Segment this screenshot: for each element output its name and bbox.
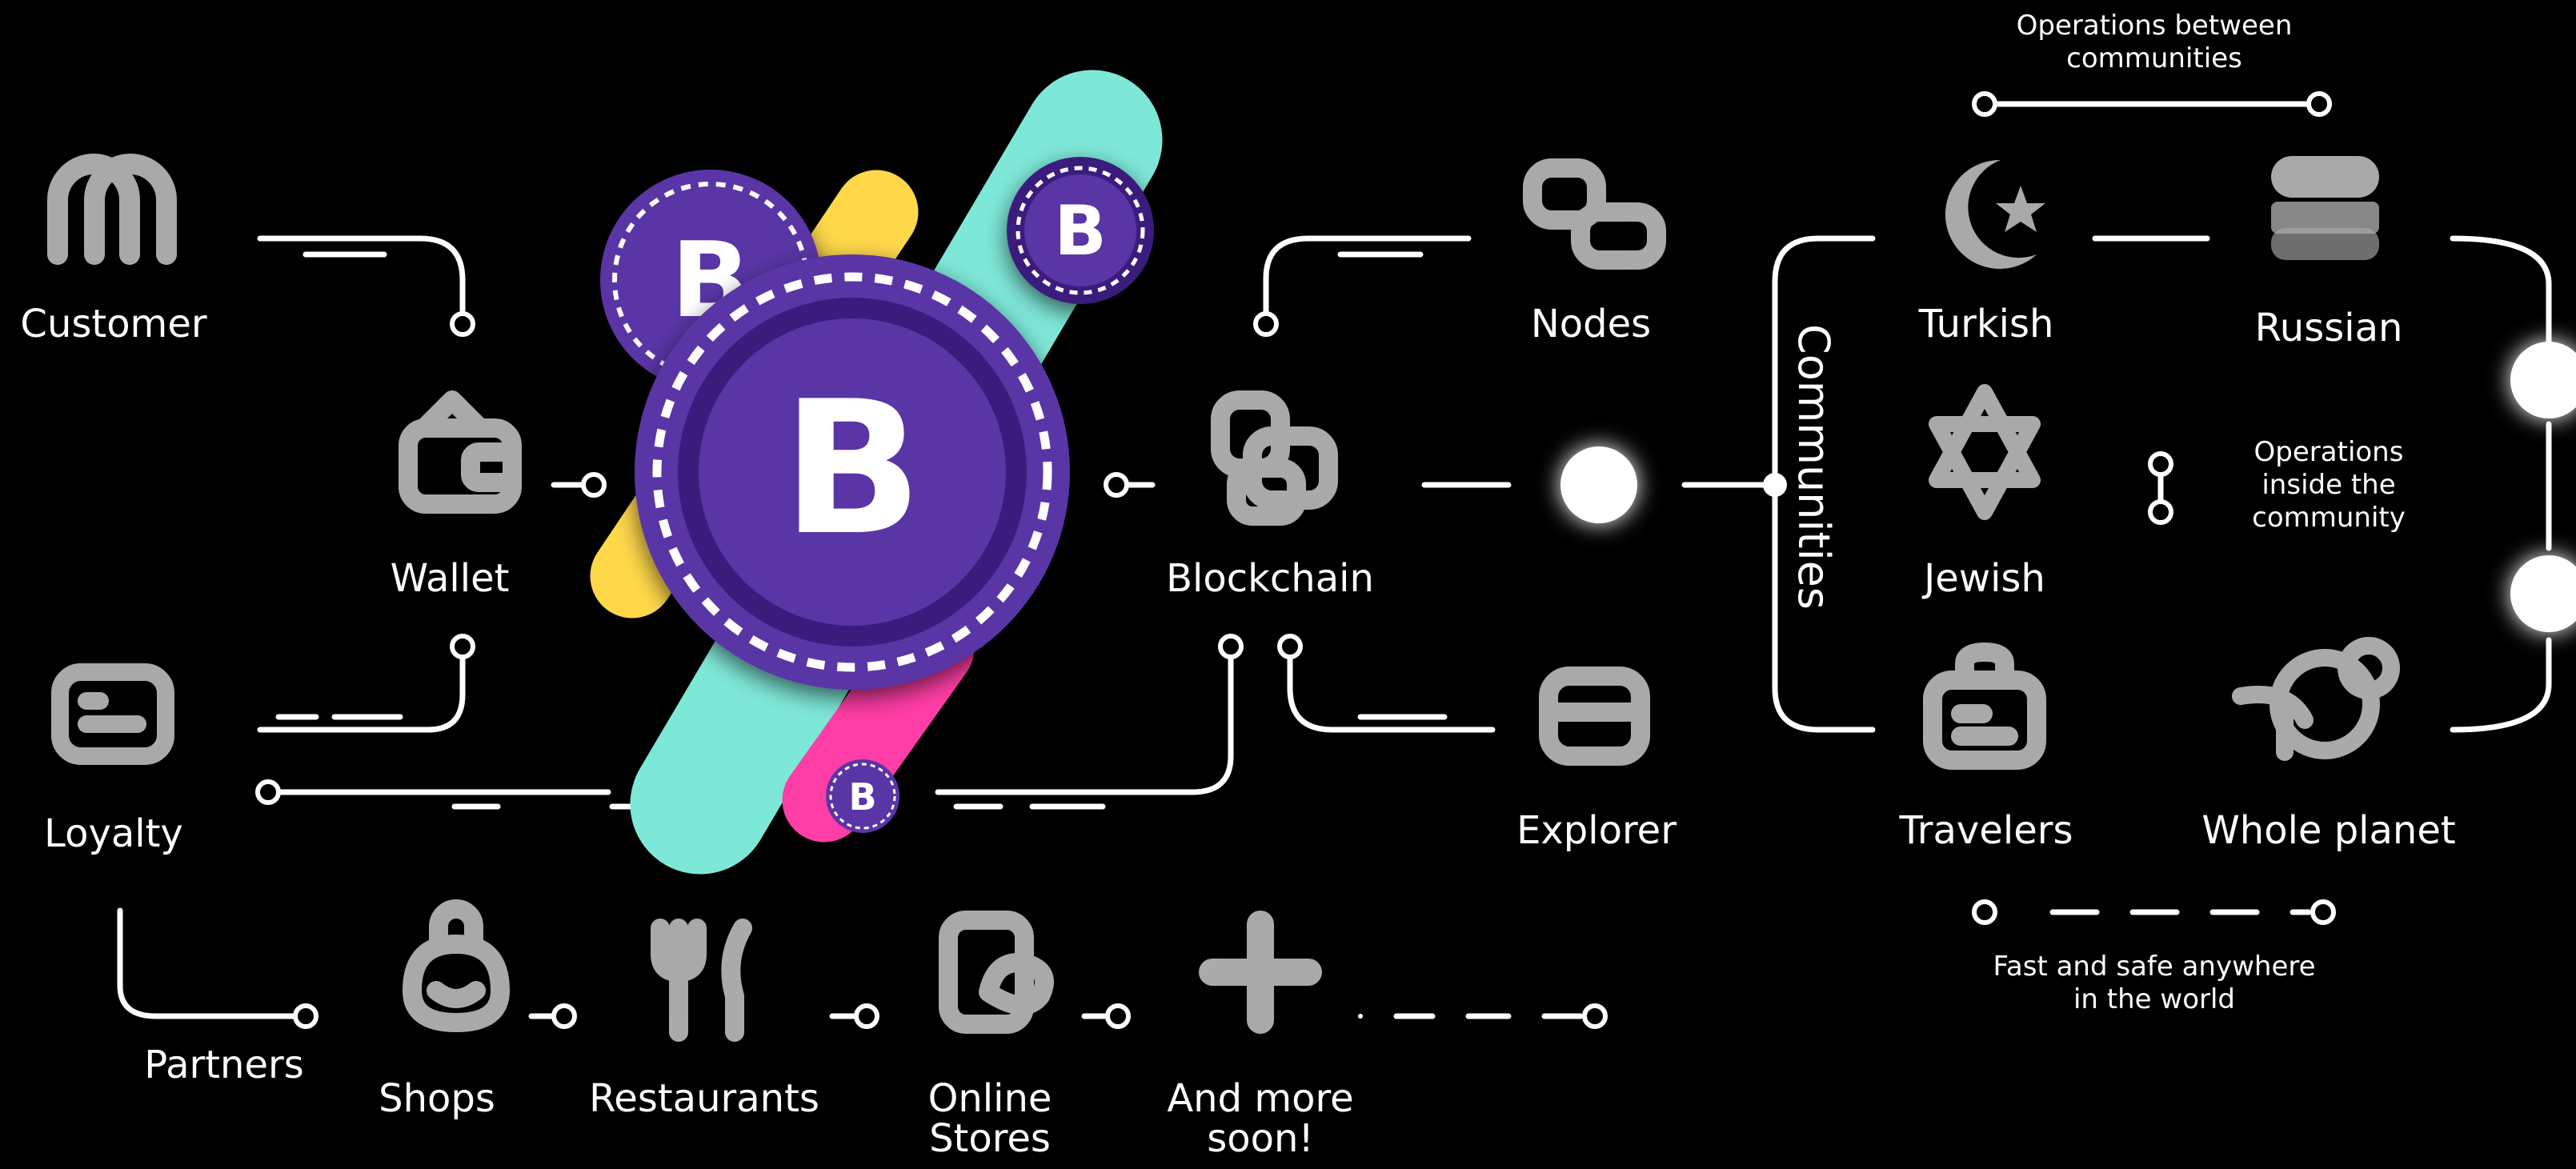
explorer-label: Explorer	[1516, 808, 1677, 853]
crescent-star-icon	[1945, 159, 2045, 269]
network-node-dot	[1560, 446, 1637, 523]
nodes-icon	[1523, 158, 1666, 270]
ops-inside-label: Operations inside the community	[2252, 436, 2406, 534]
partners-line	[117, 907, 298, 1019]
connector-endpoints	[255, 91, 2336, 1029]
wallet-icon	[399, 390, 522, 514]
stacked-layers-icon	[2271, 156, 2379, 260]
fast-safe-label: Fast and safe anywhere in the world	[1993, 951, 2316, 1015]
communities-junction	[1763, 473, 1787, 497]
online-stores-label: Online Stores	[927, 1076, 1052, 1162]
shop-bag-icon	[403, 899, 510, 1032]
fork-knife-icon	[651, 919, 752, 1042]
star-of-david-icon	[1929, 384, 2041, 520]
blockchain-label: Blockchain	[1166, 556, 1374, 601]
right-dot-top	[2510, 342, 2576, 418]
nodes-line	[1263, 235, 1472, 315]
restaurants-label: Restaurants	[589, 1076, 819, 1121]
people-icon	[47, 154, 177, 265]
connector-lines	[117, 101, 2552, 1019]
plus-icon	[1199, 911, 1322, 1034]
coin-tiny	[826, 759, 899, 833]
customer-wallet-line	[257, 235, 466, 314]
coin-main	[635, 254, 1070, 690]
coin-cluster: B B B B	[590, 70, 1163, 875]
communities-label: Communities	[1789, 324, 1839, 610]
customer-label: Customer	[20, 302, 207, 346]
and-more-label: And more soon!	[1167, 1076, 1354, 1162]
loyalty-card-icon	[51, 663, 174, 765]
turkish-label: Turkish	[1918, 302, 2054, 346]
coin-letter: B	[1054, 191, 1107, 271]
jewish-label: Jewish	[1924, 556, 2045, 601]
coin-letter: B	[782, 362, 922, 576]
right-dot-bottom	[2510, 555, 2576, 632]
coin-letter: B	[848, 775, 876, 819]
chain-link-icon	[1211, 390, 1338, 526]
wallet-label: Wallet	[390, 556, 510, 601]
partners-label: Partners	[144, 1043, 304, 1087]
explorer-line	[1287, 651, 1496, 733]
coin-small-right	[1007, 157, 1154, 304]
ops-between-label: Operations between communities	[2016, 10, 2293, 74]
travelers-label: Travelers	[1899, 808, 2073, 853]
loyalty-label: Loyalty	[44, 811, 183, 856]
suitcase-icon	[1923, 643, 2046, 770]
nodes-label: Nodes	[1530, 302, 1652, 346]
planet-icon	[2232, 637, 2400, 761]
right-bracket	[2450, 235, 2552, 347]
bottom-bus-right	[935, 653, 1234, 795]
online-store-icon	[939, 911, 1054, 1034]
whole-planet-label: Whole planet	[2201, 808, 2456, 853]
glow-dots	[1560, 342, 2576, 632]
russian-label: Russian	[2254, 306, 2403, 350]
shops-label: Shops	[379, 1076, 495, 1121]
explorer-icon	[1539, 667, 1650, 766]
loyalty-wallet-line	[257, 655, 466, 733]
